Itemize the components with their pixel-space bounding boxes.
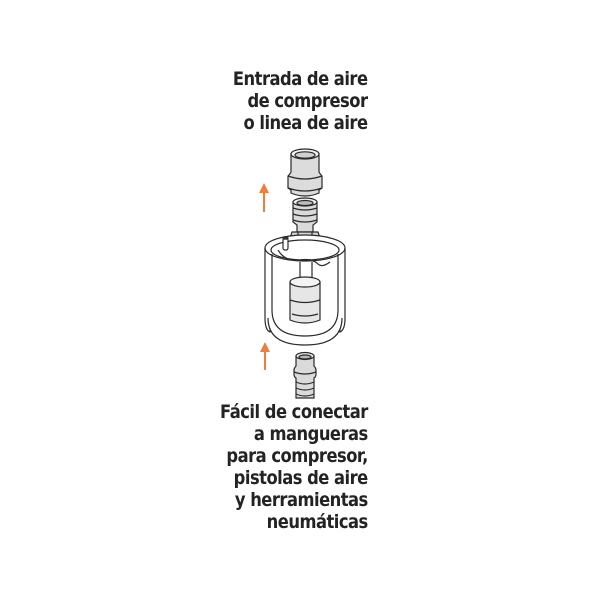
caption-line: neumáticas bbox=[266, 511, 369, 533]
caption-line: Entrada de aire bbox=[233, 68, 368, 90]
caption-line: Fácil de conectar bbox=[220, 401, 368, 423]
caption-line: o linea de aire bbox=[243, 112, 369, 134]
arrow-up-icon bbox=[259, 183, 269, 212]
caption-line: y herramientas bbox=[235, 489, 368, 511]
caption-line: de compresor bbox=[247, 90, 369, 112]
arrow-up-icon bbox=[260, 342, 270, 370]
female-coupler-part bbox=[287, 148, 323, 197]
caption-line: para compresor, bbox=[226, 445, 369, 467]
hose-barb-part bbox=[293, 351, 317, 399]
connection-caption: Fácil de conectar a mangueras para compr… bbox=[220, 401, 368, 533]
inlet-caption: Entrada de aire de compresor o linea de … bbox=[233, 68, 368, 134]
filter-bowl-part bbox=[264, 234, 346, 346]
caption-line: pistolas de aire bbox=[233, 467, 369, 489]
caption-line: a mangueras bbox=[254, 423, 368, 445]
